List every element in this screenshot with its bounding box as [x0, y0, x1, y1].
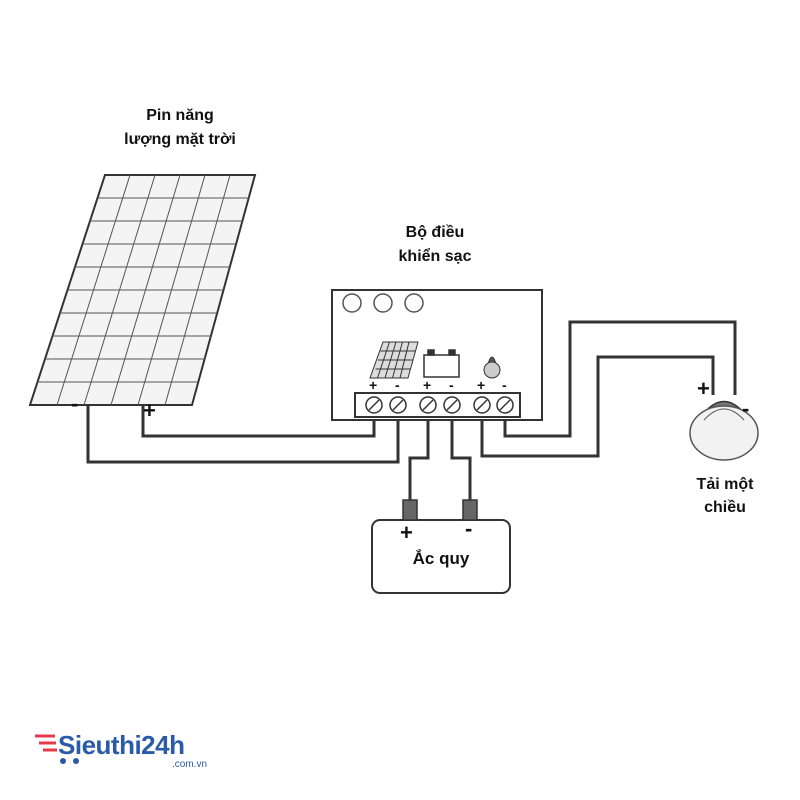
controller-label-line2: khiển sạc — [398, 248, 472, 265]
controller-terminal-sign-2: - — [395, 377, 400, 393]
battery-icon — [423, 349, 460, 378]
controller-terminal-sign-6: - — [502, 377, 507, 393]
dc-load-bulb — [689, 400, 759, 461]
solar-panel — [28, 174, 257, 406]
indicator-light-1 — [342, 293, 362, 313]
terminal-screw-slot-3 — [422, 399, 434, 411]
terminals — [365, 396, 514, 414]
controller-terminal-sign-4: - — [449, 377, 454, 393]
controller-terminal-sign-1: + — [369, 377, 378, 393]
bulb-icon — [483, 356, 501, 379]
load-label-line1: Tải một — [696, 476, 754, 493]
solar-panel-icon — [369, 341, 419, 379]
wires — [86, 320, 737, 500]
battery — [371, 499, 511, 594]
solar-panel-label-line2: lượng mặt trời — [124, 131, 236, 148]
cart-icon — [35, 734, 79, 764]
load-label-line2: chiều — [704, 499, 746, 516]
indicator-light-2 — [373, 293, 393, 313]
terminal-screw-slot-5 — [476, 399, 488, 411]
charge-controller — [331, 289, 543, 421]
battery-minus-sign: - — [465, 516, 473, 541]
battery-plus-post — [402, 499, 418, 521]
terminal-screw-slot-1 — [368, 399, 380, 411]
terminal-screw-slot-2 — [392, 399, 404, 411]
solar-panel-label-line1: Pin năng — [146, 107, 214, 124]
load-plus-sign: + — [697, 376, 710, 401]
load-minus-sign: - — [742, 396, 750, 421]
terminal-screw-slot-4 — [446, 399, 458, 411]
panel-plus-sign: + — [143, 398, 156, 423]
terminal-screw-slot-6 — [499, 399, 511, 411]
panel-minus-sign: - — [71, 391, 79, 416]
controller-label-line1: Bộ điều — [405, 224, 465, 241]
site-logo-name: Sieuthi24h — [58, 730, 185, 760]
battery-minus-post — [462, 499, 478, 521]
battery-label: Ắc quy — [412, 549, 470, 568]
controller-terminal-sign-5: + — [477, 377, 486, 393]
site-logo-domain: .com.vn — [172, 759, 208, 770]
controller-terminal-sign-3: + — [423, 377, 432, 393]
indicator-light-3 — [404, 293, 424, 313]
battery-plus-sign: + — [400, 520, 413, 545]
